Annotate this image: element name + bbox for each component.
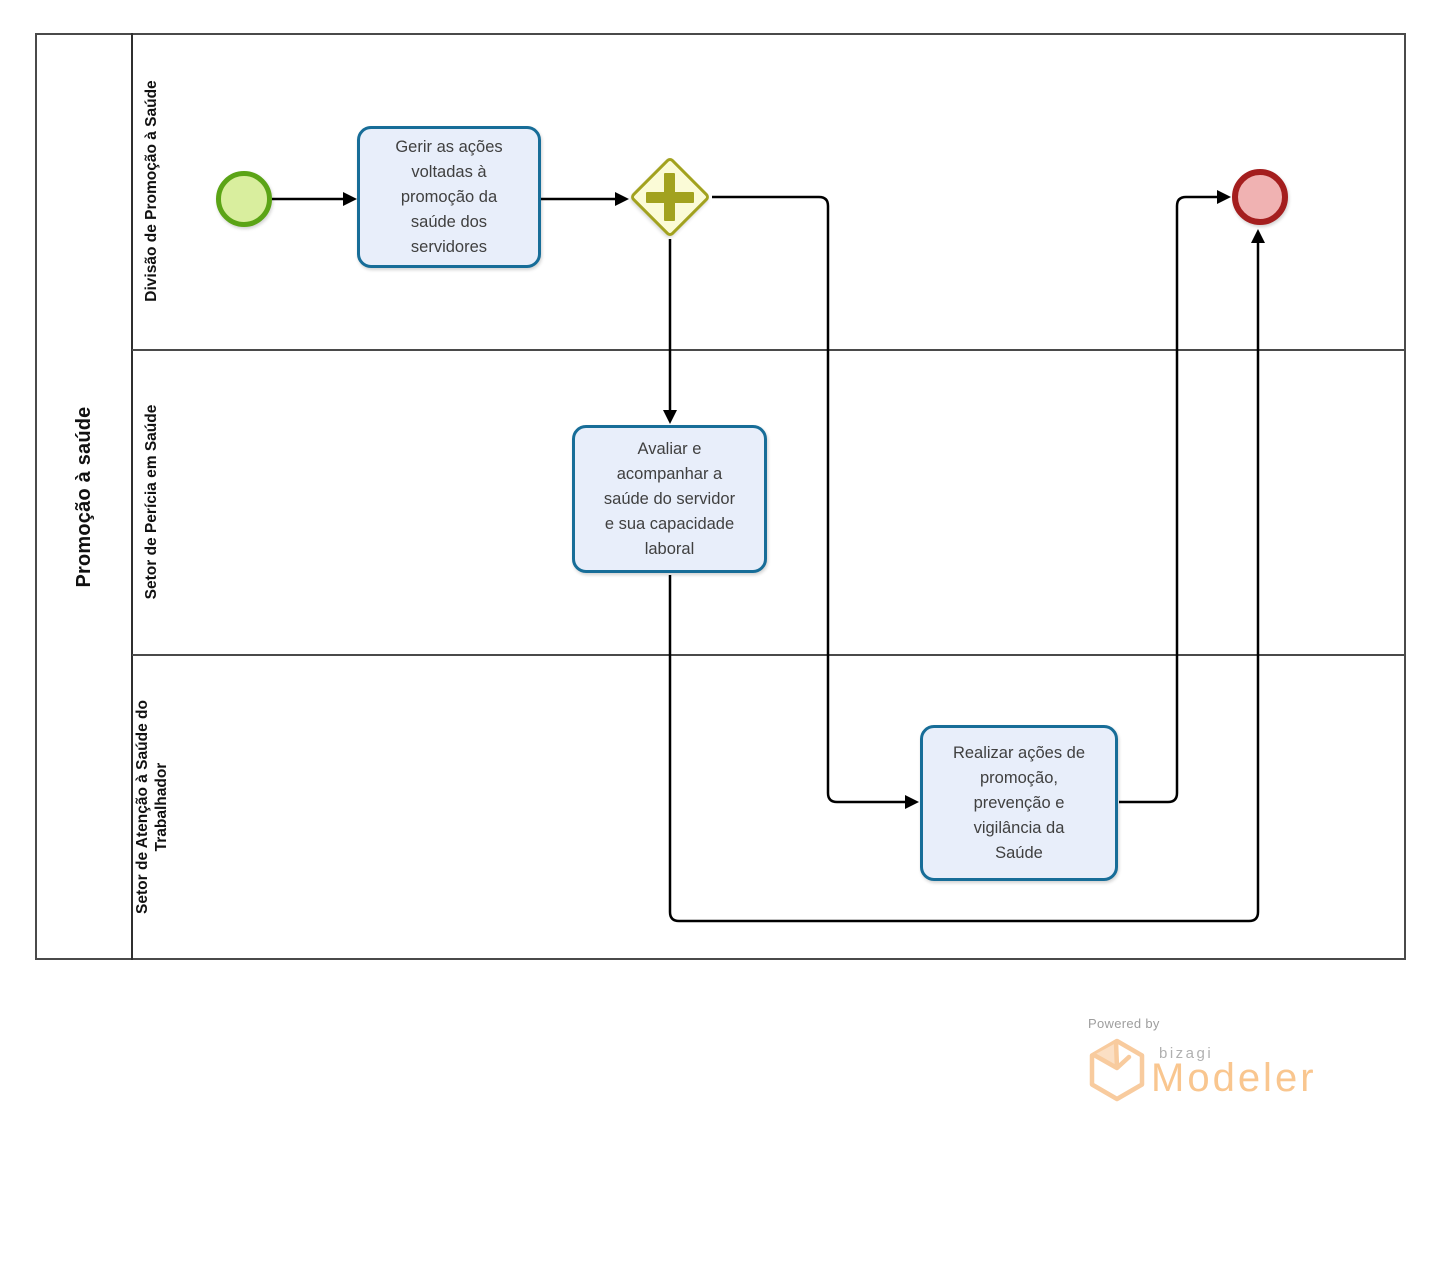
task-label: Gerir as ações voltadas à promoção da sa… xyxy=(395,137,503,256)
pool-title: Promoção à saúde xyxy=(72,406,95,588)
task-avaliar-acompanhar: Avaliar e acompanhar a saúde do servidor… xyxy=(572,425,767,573)
bizagi-brand-text: bizagi xyxy=(1159,1045,1214,1062)
powered-by-text: Powered by xyxy=(1088,1016,1160,1031)
bizagi-logo-icon xyxy=(1089,1038,1145,1102)
lane-label-divisao-promocao: Divisão de Promoção à Saúde xyxy=(143,80,161,302)
task-label: Avaliar e acompanhar a saúde do servidor… xyxy=(603,439,736,558)
task-label: Realizar ações de promoção, prevenção e … xyxy=(952,743,1086,862)
task-gerir-acoes: Gerir as ações voltadas à promoção da sa… xyxy=(357,126,541,268)
lane-label-pericia-saude: Setor de Perícia em Saúde xyxy=(143,404,161,600)
pool-label-divider xyxy=(131,33,133,960)
lane-divider-1 xyxy=(132,349,1406,351)
start-event xyxy=(216,171,272,227)
task-realizar-acoes: Realizar ações de promoção, prevenção e … xyxy=(920,725,1118,881)
pool-promocao-a-saude xyxy=(35,33,1406,960)
plus-icon xyxy=(664,173,675,221)
lane-label-atencao-saude: Setor de Atenção à Saúde do Trabalhador xyxy=(133,700,170,914)
end-event xyxy=(1232,169,1288,225)
lane-divider-2 xyxy=(132,654,1406,656)
modeler-product-text: Modeler xyxy=(1151,1056,1317,1100)
